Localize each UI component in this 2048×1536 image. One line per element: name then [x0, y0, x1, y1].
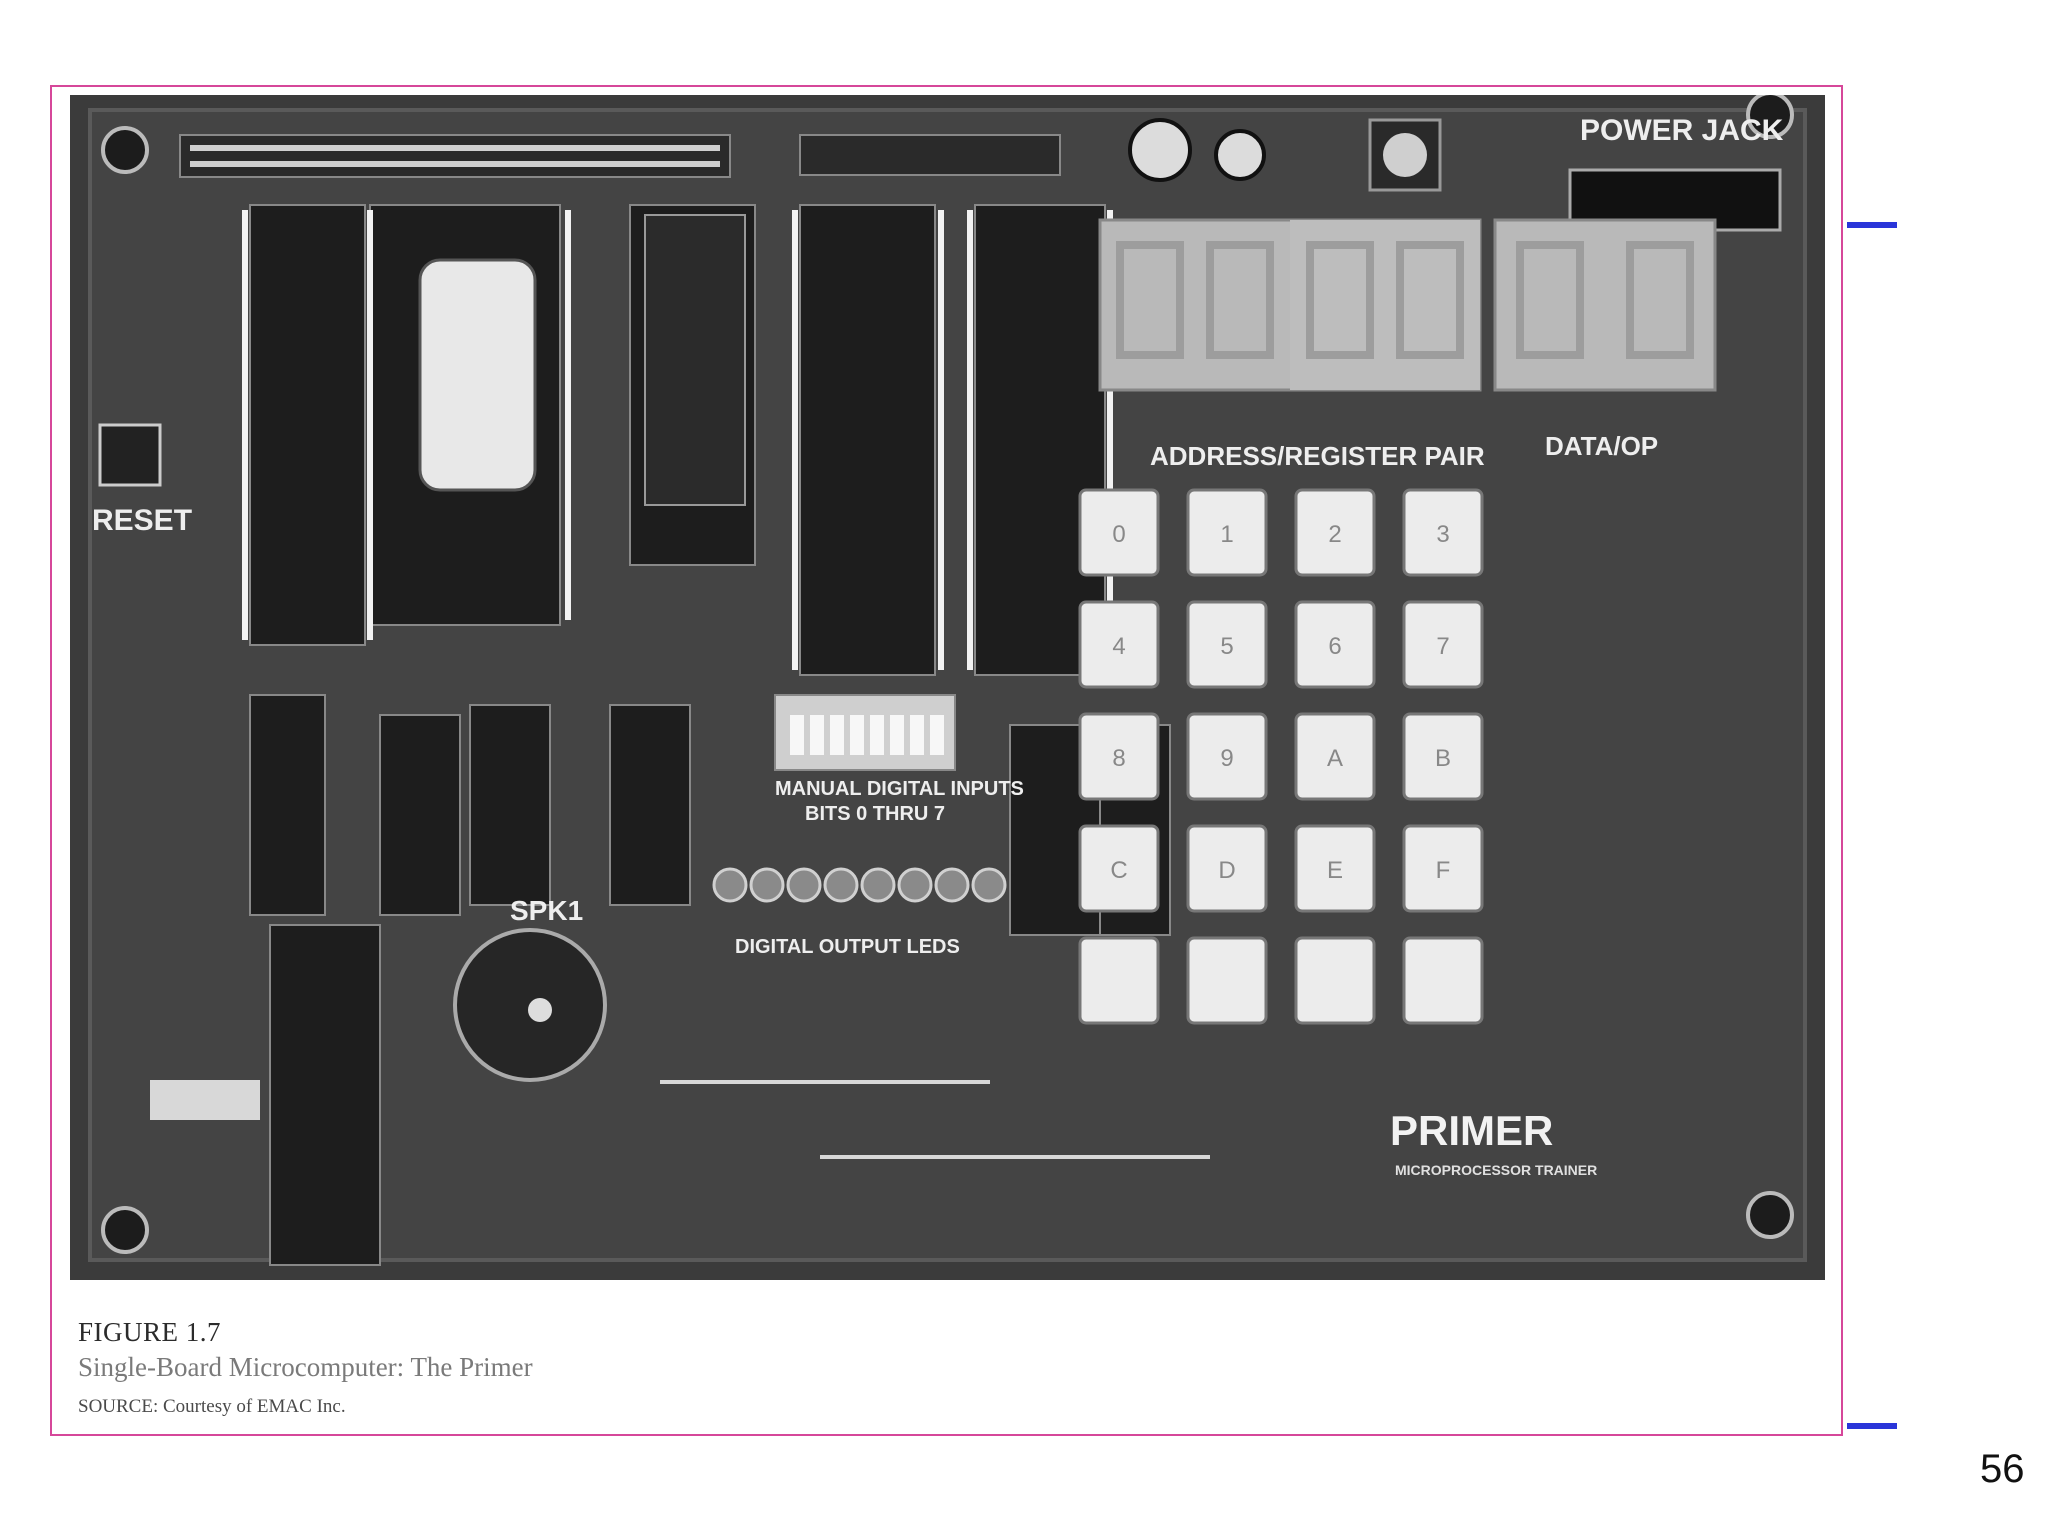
keypad-key[interactable]: 7 [1402, 600, 1484, 689]
reset-label: RESET [92, 504, 192, 537]
keypad-key-label: C [1110, 857, 1127, 884]
keypad-key[interactable]: 8 [1078, 712, 1160, 801]
keypad-key-label: 2 [1328, 521, 1341, 548]
keypad-key[interactable]: B [1402, 712, 1484, 801]
keypad-key[interactable] [1402, 936, 1484, 1025]
keypad-key-label: 5 [1220, 633, 1233, 660]
keypad-key[interactable]: 0 [1078, 488, 1160, 577]
keypad-key-label: D [1218, 857, 1235, 884]
keypad-key[interactable]: E [1294, 824, 1376, 913]
keypad-key-label: 4 [1112, 633, 1125, 660]
accent-bar-bottom [1847, 1423, 1897, 1429]
power-jack-label: POWER JACK [1580, 114, 1784, 147]
accent-bar-top [1847, 222, 1897, 228]
figure-source: SOURCE: Courtesy of EMAC Inc. [78, 1396, 346, 1417]
keypad-key-label: A [1327, 745, 1343, 772]
keypad-key-label: 9 [1220, 745, 1233, 772]
keypad-key[interactable]: 4 [1078, 600, 1160, 689]
keypad-key-label: 7 [1436, 633, 1449, 660]
keypad-key-label: B [1435, 745, 1451, 772]
manual-inputs-bits-label: BITS 0 THRU 7 [805, 803, 945, 825]
board-illustration: POWER JACK [70, 95, 1825, 1280]
keypad-key-label: 0 [1112, 521, 1125, 548]
address-register-label: ADDRESS/REGISTER PAIR [1150, 441, 1485, 471]
figure-label: FIGURE 1.7 [78, 1317, 222, 1347]
keypad-key[interactable]: 3 [1402, 488, 1484, 577]
keypad-key[interactable] [1078, 936, 1160, 1025]
keypad-key-label: F [1436, 857, 1451, 884]
data-op-label: DATA/OP [1545, 431, 1658, 461]
manual-inputs-label: MANUAL DIGITAL INPUTS [775, 778, 1024, 800]
keypad-key-label: E [1327, 857, 1343, 884]
digital-output-leds-label: DIGITAL OUTPUT LEDS [735, 936, 960, 958]
keypad-key-label: 3 [1436, 521, 1449, 548]
keypad-key[interactable]: 5 [1186, 600, 1268, 689]
keypad-key[interactable]: C [1078, 824, 1160, 913]
speaker-label: SPK1 [510, 895, 583, 926]
keypad-key[interactable]: F [1402, 824, 1484, 913]
keypad-key-label: 8 [1112, 745, 1125, 772]
brand-subtitle: MICROPROCESSOR TRAINER [1395, 1162, 1597, 1178]
figure-title: Single-Board Microcomputer: The Primer [78, 1352, 533, 1382]
keypad-key[interactable]: 9 [1186, 712, 1268, 801]
keypad-key[interactable]: 2 [1294, 488, 1376, 577]
circuit-board-photo: POWER JACK [70, 95, 1825, 1280]
keypad-key[interactable]: A [1294, 712, 1376, 801]
keypad-key[interactable]: D [1186, 824, 1268, 913]
page-number: 56 [1980, 1447, 2025, 1491]
keypad-key[interactable] [1186, 936, 1268, 1025]
brand-label: PRIMER [1390, 1107, 1553, 1154]
keypad-key-label: 6 [1328, 633, 1341, 660]
keypad-key[interactable]: 1 [1186, 488, 1268, 577]
keypad-key[interactable]: 6 [1294, 600, 1376, 689]
keypad-key[interactable] [1294, 936, 1376, 1025]
keypad-key-label: 1 [1220, 521, 1233, 548]
